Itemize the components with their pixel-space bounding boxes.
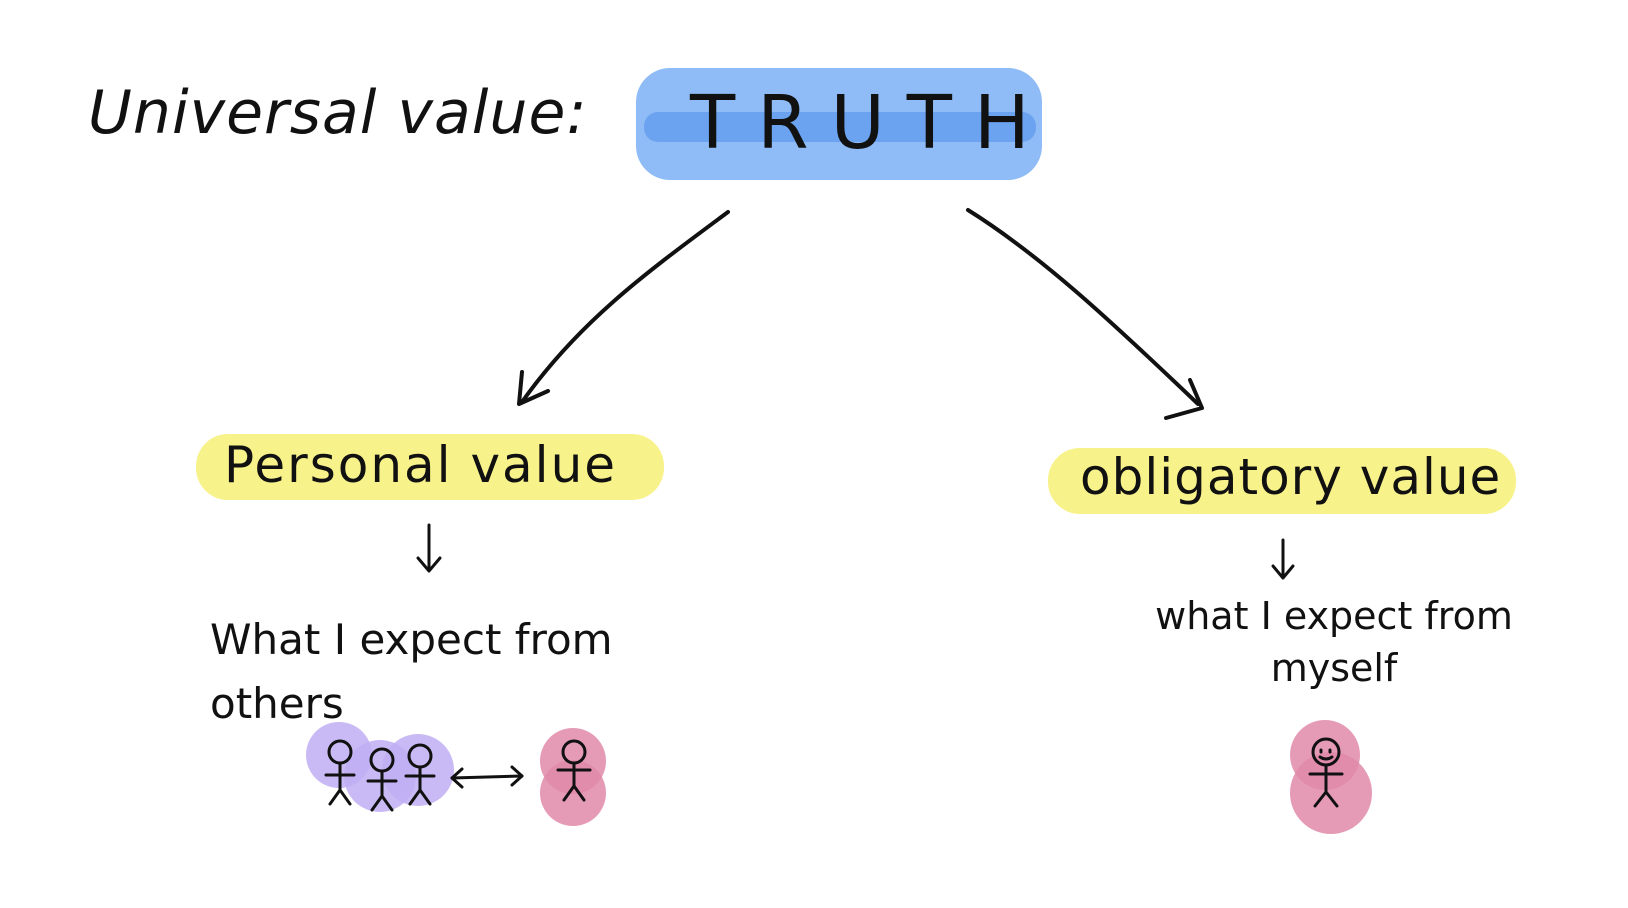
right-branch-arrow	[966, 208, 1200, 406]
right-branch-arrowhead	[1164, 378, 1204, 420]
obligatory-value-highlight	[1048, 448, 1516, 514]
stick-figures-group-icon	[324, 739, 436, 812]
stick-figure-icon	[556, 739, 592, 802]
left-down-arrow	[416, 523, 442, 573]
right-down-arrow	[1271, 538, 1295, 580]
obligatory-value-description: what I expect from myself	[1155, 594, 1513, 690]
personal-value-highlight	[196, 434, 664, 500]
truth-highlight-band	[644, 112, 1036, 142]
universal-value-label: Universal value:	[88, 78, 588, 148]
personal-value-description: What I expect from others	[210, 615, 613, 728]
double-arrow-icon	[450, 765, 524, 789]
group-figure-3	[404, 743, 436, 806]
left-branch-arrowhead	[517, 370, 550, 406]
myself-stick-figure-icon	[1308, 737, 1344, 808]
truth-node-label: TRUTH	[690, 80, 1052, 166]
personal-value-label: Personal value	[224, 436, 618, 494]
left-branch-arrow	[520, 210, 730, 404]
myself-circle-2	[1290, 752, 1372, 834]
group-figure-1	[324, 739, 356, 806]
obligatory-value-label: obligatory value	[1080, 448, 1502, 506]
group-figure-2	[366, 747, 398, 812]
